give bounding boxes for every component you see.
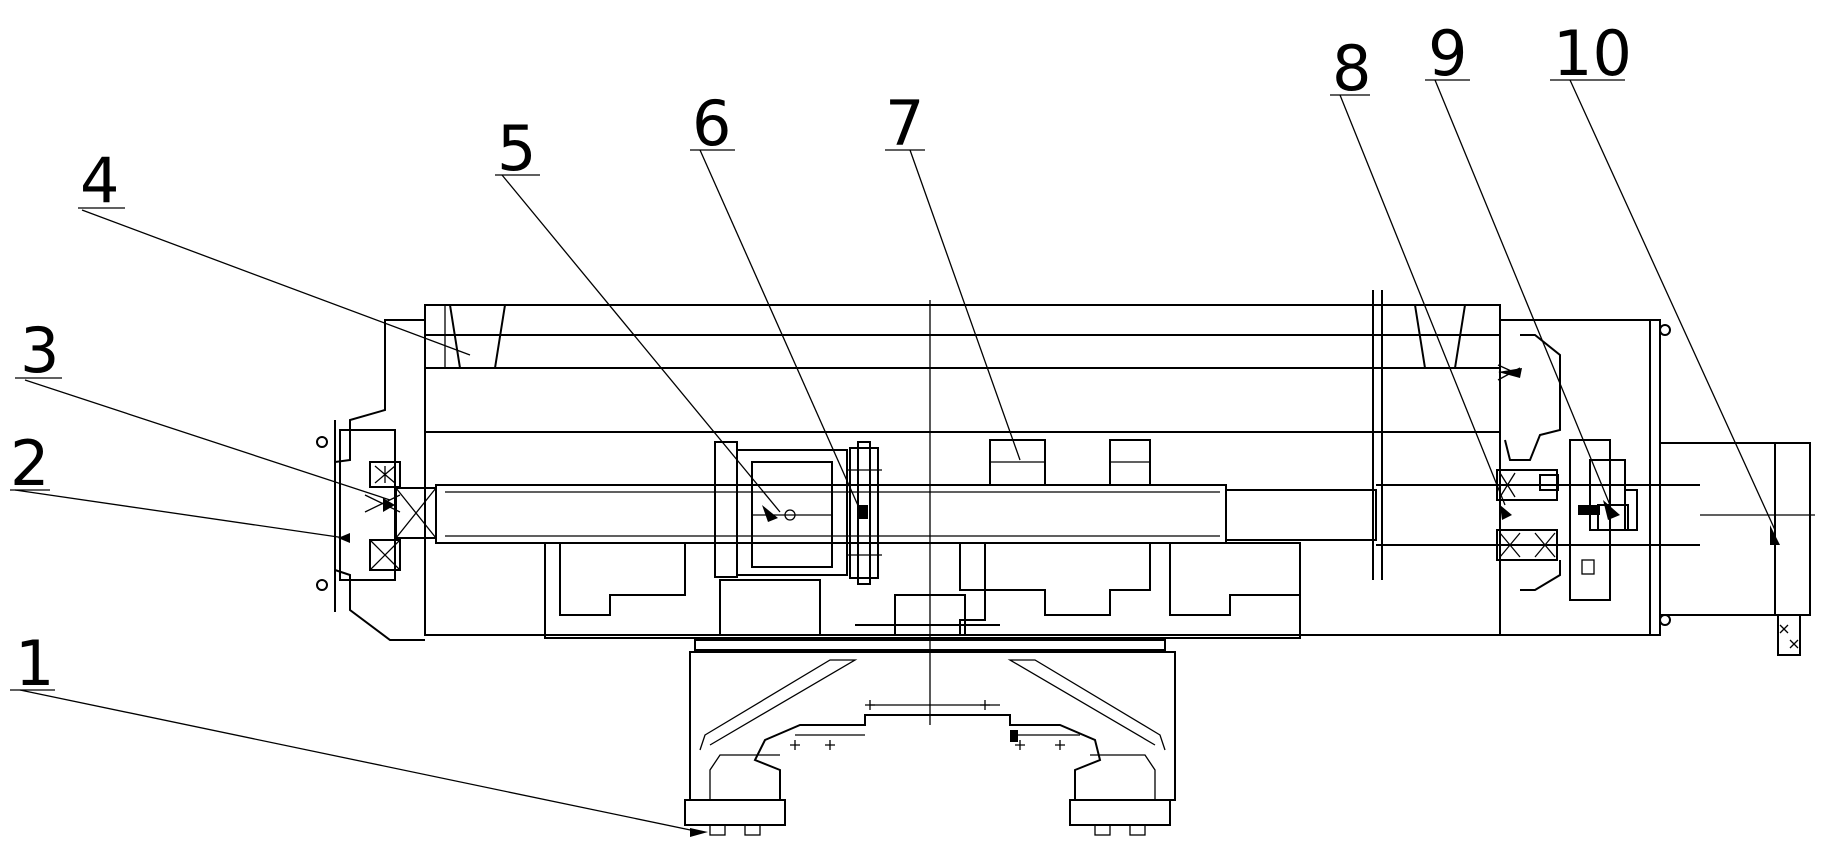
right-end-housing — [1497, 319, 1671, 636]
callout-label-10: 10 — [1553, 17, 1632, 90]
main-frame — [424, 304, 1501, 636]
callout-label-6: 6 — [692, 87, 731, 160]
drive-motor — [1659, 442, 1815, 656]
coupling-disc — [846, 441, 882, 585]
lower-saddle — [544, 542, 1301, 639]
screw-nut-block — [714, 441, 848, 578]
callout-label-5: 5 — [497, 112, 536, 185]
machine-base — [684, 639, 1176, 837]
callout-label-3: 3 — [20, 314, 59, 387]
left-bearing — [338, 461, 437, 571]
callout-label-2: 2 — [10, 427, 49, 500]
leader-lines — [10, 79, 1776, 833]
rail-wedges — [449, 304, 1466, 369]
callout-label-8: 8 — [1332, 32, 1371, 105]
guide-blocks — [989, 439, 1151, 486]
callout-label-4: 4 — [80, 144, 119, 217]
callout-label-1: 1 — [15, 627, 54, 700]
vertical-plate — [1372, 290, 1383, 580]
callout-label-7: 7 — [885, 87, 924, 160]
callout-labels: 1 2 3 4 5 6 7 8 9 10 — [10, 17, 1632, 700]
right-bearing-assembly — [1496, 439, 1638, 601]
callout-label-9: 9 — [1428, 17, 1467, 90]
